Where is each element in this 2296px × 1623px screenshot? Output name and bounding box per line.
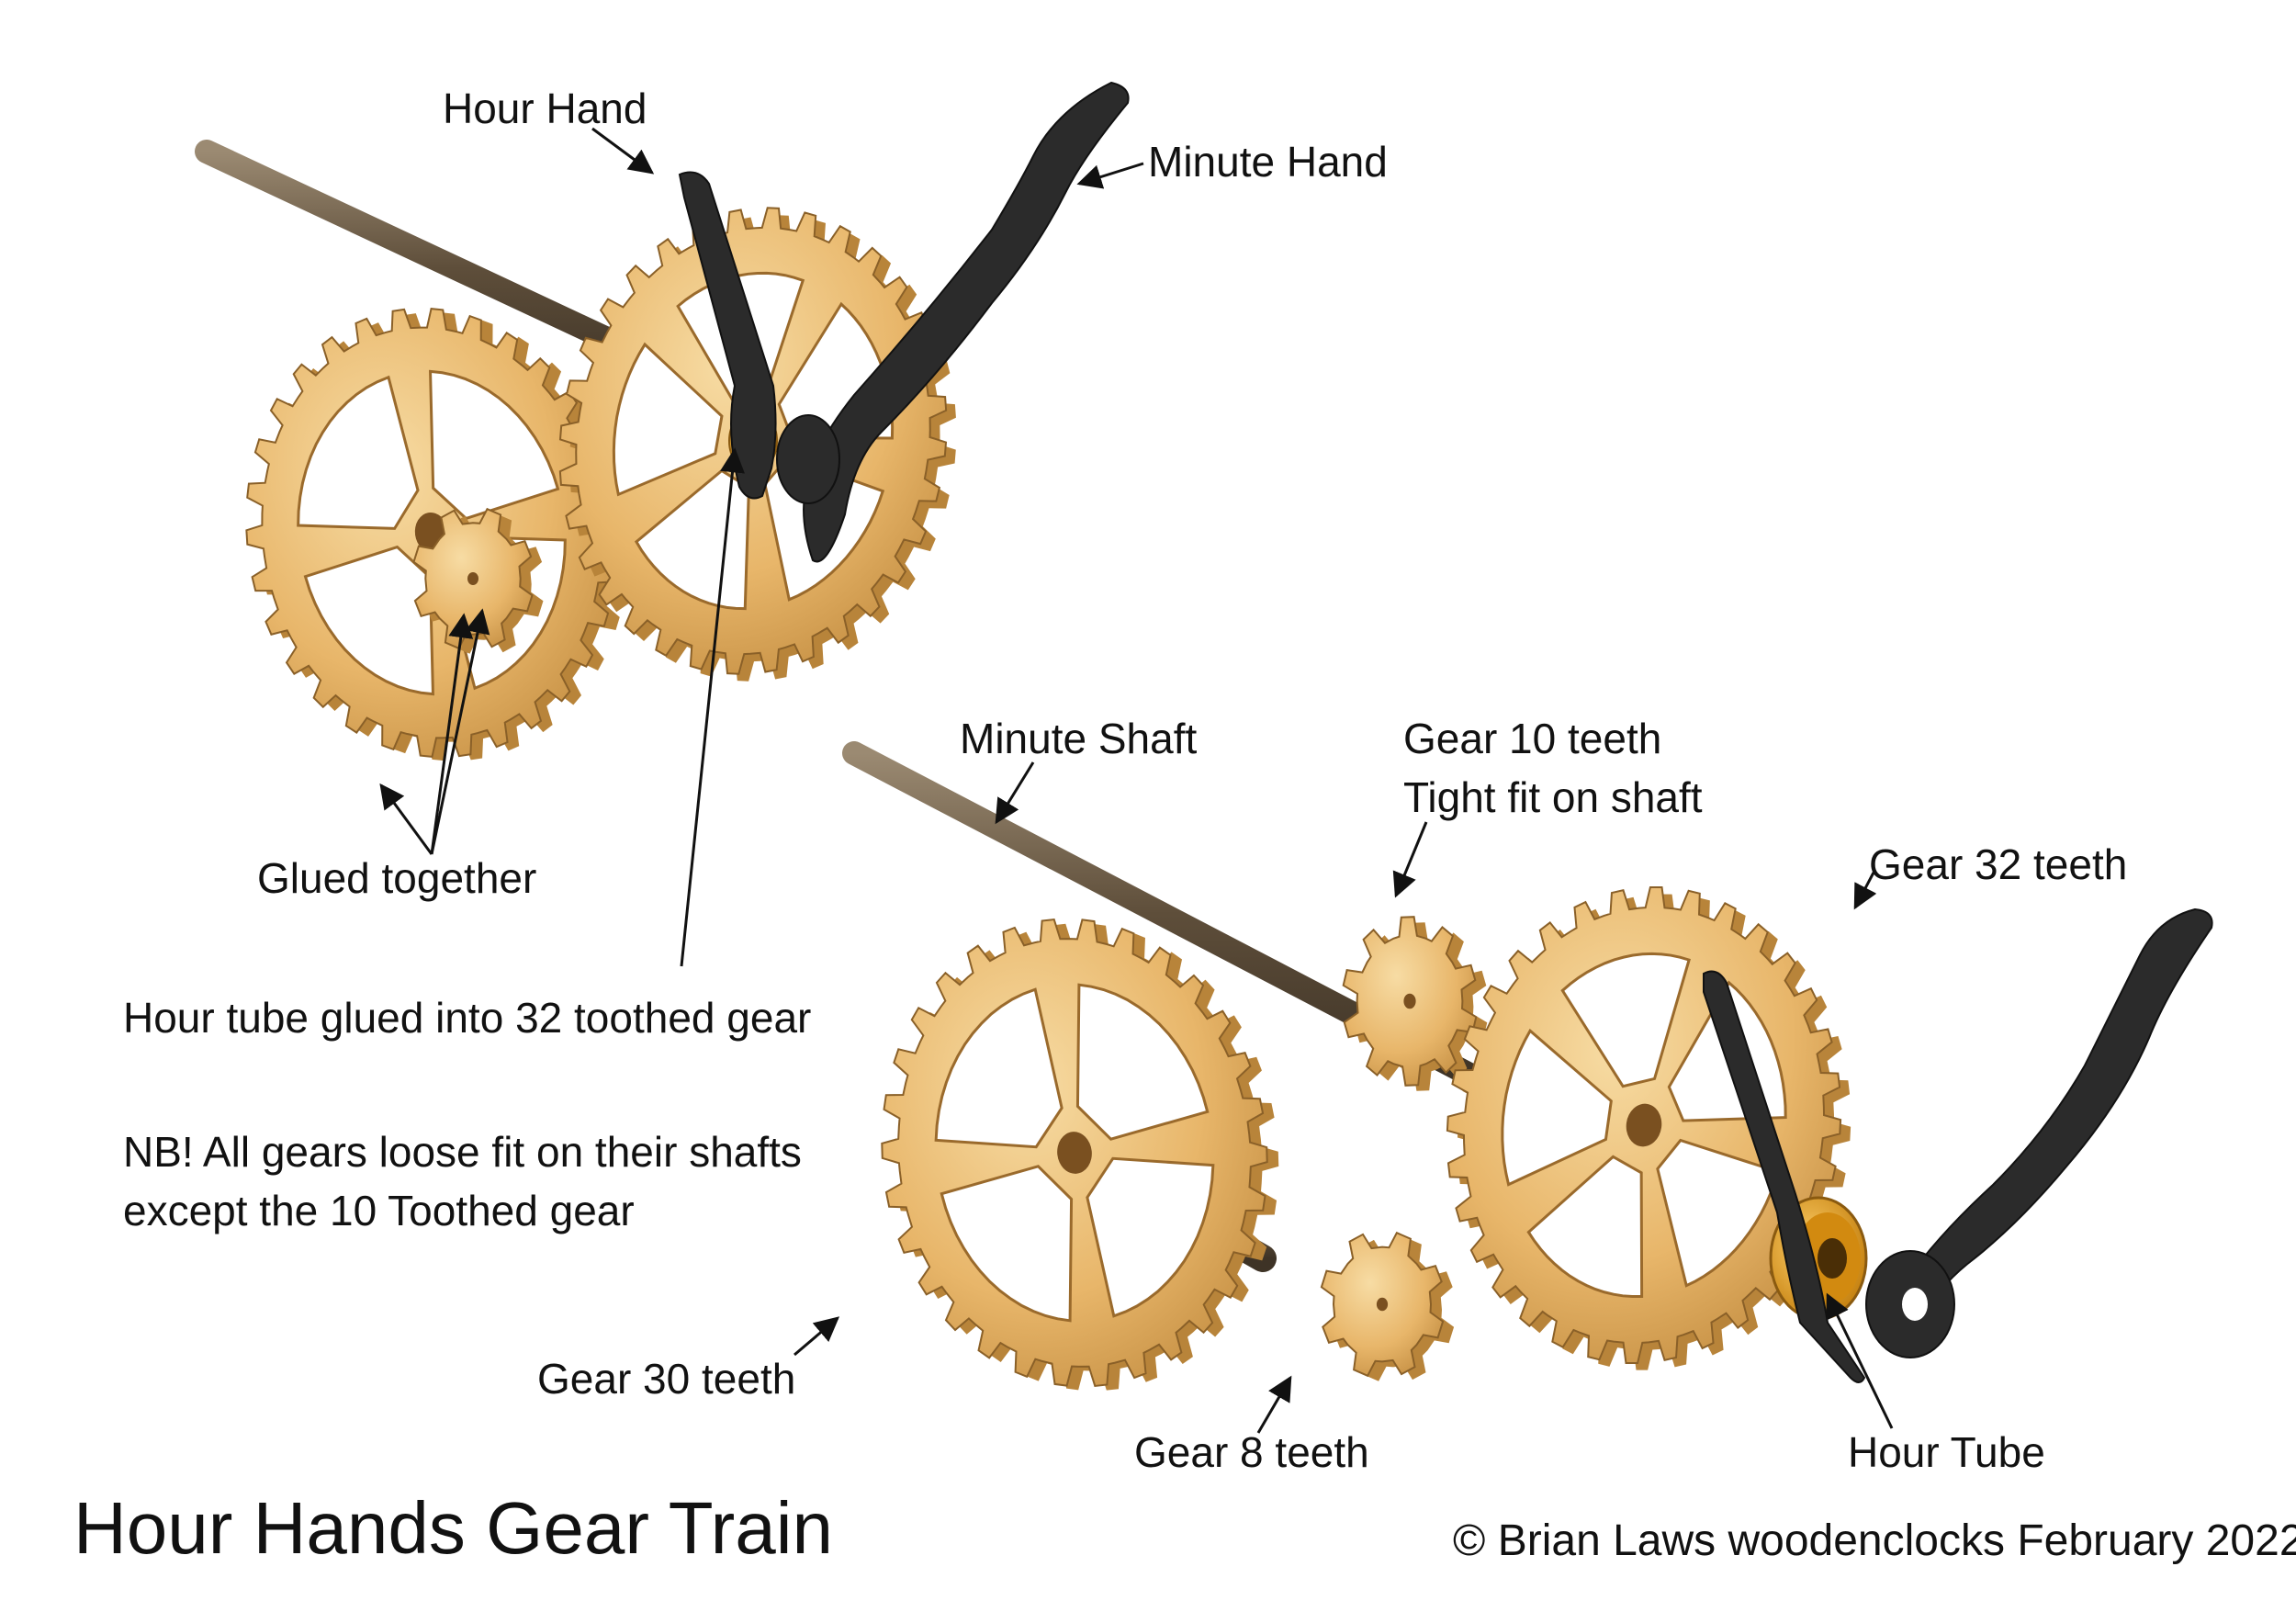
label-hour-hand: Hour Hand <box>443 85 647 132</box>
arrow-minute-hand <box>1076 162 1144 189</box>
label-gear10-line2: Tight fit on shaft <box>1403 773 1703 821</box>
label-gear32: Gear 32 teeth <box>1869 840 2128 888</box>
label-gear8: Gear 8 teeth <box>1134 1428 1369 1476</box>
arrow-glued-2 <box>430 608 490 855</box>
label-nb-line2: except the 10 Toothed gear <box>123 1187 635 1234</box>
gear-layer <box>245 207 1851 1391</box>
top-gear-8-axle-hole <box>467 572 478 585</box>
arrow-gear8 <box>1256 1375 1292 1434</box>
bottom-gear-30-axle-hole <box>1057 1132 1092 1174</box>
bottom-gear-10-axle-hole <box>1403 993 1416 1009</box>
arrow-hour-hand <box>591 127 655 175</box>
label-glued-together: Glued together <box>257 854 537 902</box>
bottom-gear-10 <box>1342 916 1488 1091</box>
bottom-gear-30-spoke-cutout <box>940 1165 1074 1323</box>
arrow-hour-tube-glued <box>680 447 745 967</box>
bottom-gear-30-spoke-cutout <box>934 987 1064 1149</box>
bottom-gear-30-spoke-cutout <box>1075 983 1210 1141</box>
label-hour-tube-glued: Hour tube glued into 32 toothed gear <box>123 994 812 1042</box>
bottom-gear-32-spoke-cutout <box>1656 1138 1780 1288</box>
arrow-gear10 <box>1392 821 1428 898</box>
label-gear10-line1: Gear 10 teeth <box>1403 715 1662 762</box>
bottom-gear-30-spoke-cutout <box>1086 1156 1215 1318</box>
bottom-gear-8 <box>1320 1231 1455 1381</box>
arrow-gear32 <box>1853 872 1877 910</box>
arrow-minute-shaft <box>995 761 1035 825</box>
bottom-gear-32-spoke-cutout <box>1560 952 1691 1088</box>
bottom-minute-hand <box>1865 907 2213 1358</box>
top-gear-30-spoke-cutout <box>429 369 560 521</box>
arrow-glued-1 <box>379 783 433 855</box>
top-gear-30-spoke-cutout <box>303 545 434 696</box>
arrow-hour-tube <box>1826 1292 1894 1429</box>
arrow-gear30 <box>793 1316 840 1357</box>
label-gear30: Gear 30 teeth <box>537 1355 796 1403</box>
bottom-gear-32-axle-hole <box>1626 1103 1662 1147</box>
top-gear-30-spoke-cutout <box>297 375 420 530</box>
label-minute-shaft: Minute Shaft <box>960 715 1198 762</box>
bottom-gear-30 <box>881 918 1279 1391</box>
top-hour-hand <box>678 171 777 500</box>
arrow-glued-3 <box>430 613 474 855</box>
copyright-notice: © Brian Laws woodenclocks February 2022 <box>1453 1516 2296 1565</box>
label-nb-line1: NB! All gears loose fit on their shafts <box>123 1128 802 1176</box>
label-hour-tube: Hour Tube <box>1848 1428 2045 1476</box>
bottom-hour-hand <box>1703 970 1866 1383</box>
diagram-title: Hour Hands Gear Train <box>73 1487 834 1569</box>
bottom-gear-8-axle-hole <box>1376 1297 1389 1312</box>
top-gear-32-spoke-cutout <box>612 342 724 497</box>
label-minute-hand: Minute Hand <box>1148 138 1388 186</box>
leader-arrows <box>379 127 1894 1434</box>
bottom-gear-32-spoke-cutout <box>1501 1028 1613 1187</box>
top-minute-hand <box>776 81 1130 563</box>
bottom-gear-32-spoke-cutout <box>1526 1155 1644 1299</box>
